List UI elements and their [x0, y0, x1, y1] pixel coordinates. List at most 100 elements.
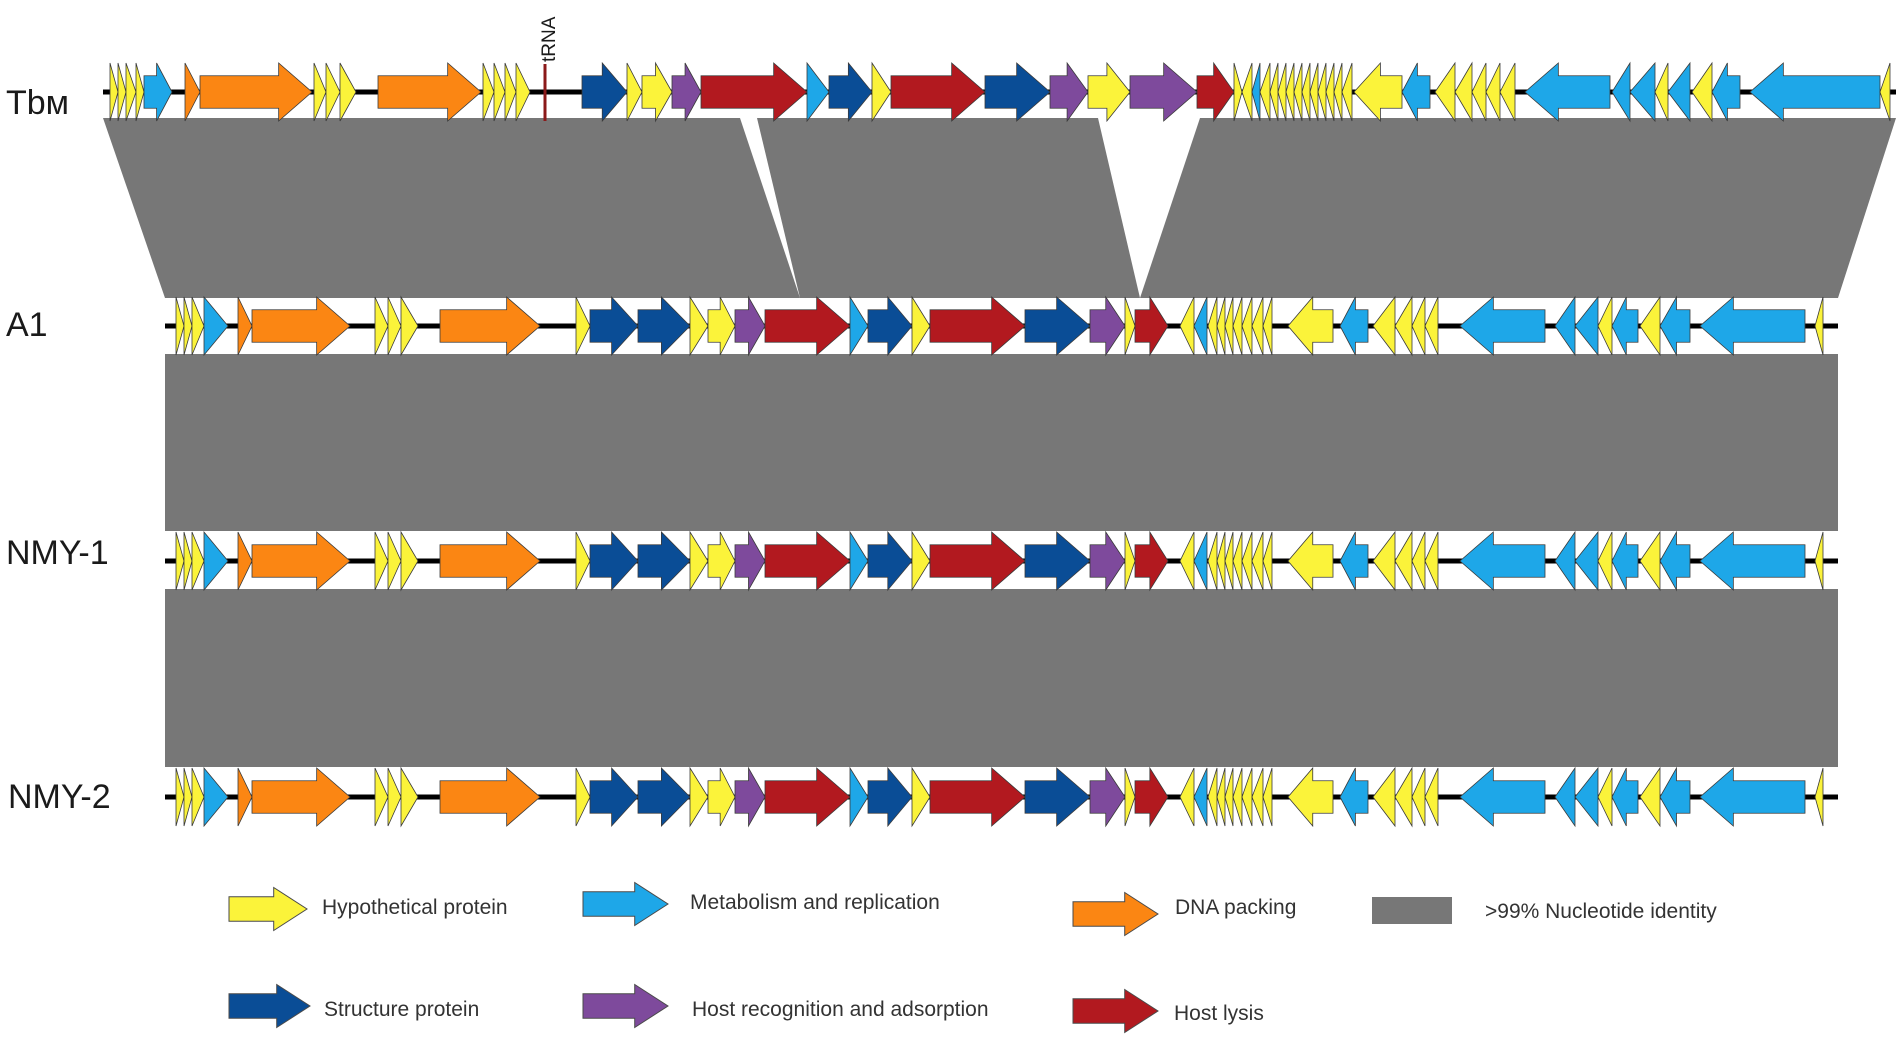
gene-arrow-metabolism	[1667, 61, 1691, 123]
gene-arrow-hypothetical	[1224, 296, 1234, 356]
gene-arrow-hypothetical	[1124, 296, 1136, 356]
gene-arrow-metabolism	[1659, 766, 1691, 828]
legend-label: DNA packing	[1175, 896, 1296, 919]
gene-arrow-structure	[1024, 296, 1091, 356]
gene-arrow-structure	[637, 531, 691, 591]
gene-arrow-hypothetical	[1287, 530, 1334, 592]
gene-arrow-structure	[637, 767, 691, 827]
gene-arrow-hypothetical	[400, 295, 419, 357]
legend-label: Metabolism and replication	[690, 891, 940, 914]
gene-arrow-hypothetical	[493, 62, 506, 122]
gene-arrow-metabolism	[1611, 531, 1639, 591]
gene-arrow-hypothetical	[1287, 766, 1334, 828]
gene-arrow-hypothetical	[1259, 62, 1271, 122]
gene-arrow-metabolism	[1611, 61, 1631, 123]
gene-arrow-hypothetical	[1411, 531, 1426, 591]
gene-arrow-hypothetical	[1251, 767, 1264, 827]
gene-arrow-dna-packing	[184, 62, 201, 122]
gene-arrow-hypothetical	[1232, 531, 1243, 591]
gene-arrow-structure	[984, 62, 1051, 122]
legend-swatch-metabolism	[582, 881, 669, 927]
gene-arrow-dna-packing	[439, 767, 541, 827]
gene-arrow-hypothetical	[1639, 530, 1661, 592]
genome-label: A1	[6, 306, 48, 344]
gene-arrow-hypothetical	[641, 61, 673, 123]
genome-track-nmy-2: NMY-2	[8, 766, 1838, 828]
gene-arrow-hypothetical	[1341, 62, 1353, 122]
gene-arrow-hypothetical	[1317, 62, 1327, 122]
gene-arrow-hypothetical	[1814, 531, 1824, 591]
gene-arrow-hypothetical	[1691, 61, 1713, 123]
gene-arrow-host-recognition	[734, 295, 766, 357]
gene-arrow-hypothetical	[1471, 62, 1487, 122]
gene-arrow-hypothetical	[183, 531, 193, 591]
gene-arrow-metabolism	[1749, 62, 1881, 122]
gene-arrows	[109, 61, 1891, 123]
gene-arrow-hypothetical	[125, 62, 137, 122]
gene-arrow-hypothetical	[1814, 767, 1824, 827]
gene-arrow-structure	[589, 766, 639, 828]
gene-arrow-hypothetical	[482, 62, 495, 122]
gene-arrow-hypothetical	[374, 767, 389, 827]
gene-arrow-hypothetical	[707, 531, 736, 591]
gene-arrow-host-lysis	[1134, 530, 1169, 592]
gene-arrow-hypothetical	[1224, 531, 1234, 591]
legend-swatch-structure	[228, 983, 311, 1029]
gene-arrow-metabolism	[1699, 767, 1806, 827]
gene-arrow-metabolism	[1699, 531, 1806, 591]
gene-arrow-host-recognition	[1089, 530, 1126, 592]
gene-arrow-metabolism	[1611, 296, 1639, 356]
gene-arrow-hypothetical	[325, 62, 341, 122]
gene-arrow-dna-packing	[237, 296, 253, 356]
gene-arrow-hypothetical	[1233, 62, 1243, 122]
gene-arrow-host-recognition	[1089, 766, 1126, 828]
identity-block-a1-nmy1	[165, 354, 1838, 531]
gene-arrow-dna-packing	[237, 767, 253, 827]
gene-arrow-hypothetical	[1207, 296, 1218, 356]
genome-track-nmy-1: NMY-1	[6, 530, 1838, 592]
gene-arrow-hypothetical	[1232, 296, 1243, 356]
gene-arrow-hypothetical	[1814, 296, 1824, 356]
gene-arrow-hypothetical	[1232, 767, 1243, 827]
gene-arrow-structure	[867, 766, 913, 828]
gene-arrow-hypothetical	[1597, 767, 1613, 827]
gene-arrow-metabolism	[1629, 61, 1656, 123]
gene-arrow-hypothetical	[1207, 531, 1218, 591]
gene-arrow-structure	[589, 295, 639, 357]
gene-arrow-hypothetical	[1411, 767, 1426, 827]
gene-arrow-host-lysis	[929, 767, 1026, 827]
gene-arrow-hypothetical	[1269, 62, 1279, 122]
gene-arrow-metabolism	[1711, 62, 1741, 122]
gene-arrow-metabolism	[1611, 767, 1639, 827]
legend-label: Hypothetical protein	[322, 896, 508, 919]
gene-arrow-host-lysis	[929, 296, 1026, 356]
gene-arrow-hypothetical	[1251, 296, 1264, 356]
gene-arrow-metabolism	[203, 766, 229, 828]
gene-arrow-metabolism	[1459, 767, 1546, 827]
gene-arrow-host-lysis	[1134, 295, 1169, 357]
gene-arrow-hypothetical	[1293, 62, 1303, 122]
gene-arrow-metabolism	[1699, 296, 1806, 356]
gene-arrow-hypothetical	[1241, 62, 1253, 122]
legend-label: Structure protein	[324, 998, 479, 1021]
gene-arrow-metabolism	[1193, 767, 1208, 827]
gene-arrow-metabolism	[1251, 62, 1261, 122]
legend-item-structure: Structure protein	[228, 983, 479, 1029]
gene-arrow-hypothetical	[1639, 295, 1661, 357]
gene-arrow-hypothetical	[689, 530, 709, 592]
gene-arrow-hypothetical	[707, 767, 736, 827]
gene-arrow-hypothetical	[871, 61, 892, 123]
gene-arrow-metabolism	[1193, 531, 1208, 591]
gene-arrow-hypothetical	[1262, 531, 1273, 591]
gene-arrow-metabolism	[1524, 62, 1611, 122]
legend-item-host-recognition: Host recognition and adsorption	[582, 983, 989, 1029]
legend-label: >99% Nucleotide identity	[1485, 900, 1717, 923]
gene-arrow-hypothetical	[1372, 530, 1396, 592]
gene-arrow-hypothetical	[575, 767, 591, 827]
gene-arrow-hypothetical	[1241, 531, 1253, 591]
gene-arrow-hypothetical	[1485, 62, 1501, 122]
gene-arrow-metabolism	[1401, 62, 1431, 122]
gene-arrow-hypothetical	[175, 296, 185, 356]
gene-arrow-dna-packing	[439, 531, 541, 591]
gene-arrow-hypothetical	[1285, 62, 1295, 122]
